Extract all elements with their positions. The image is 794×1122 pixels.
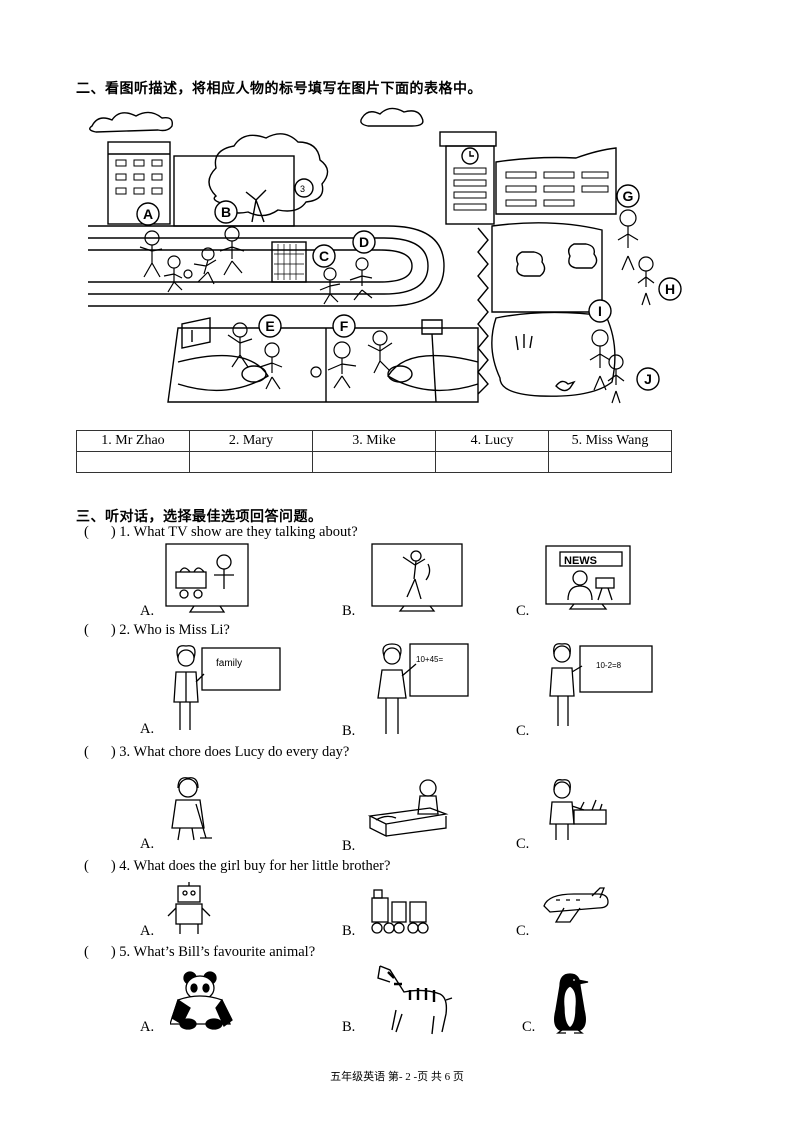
tv-cooking-show-icon [165,543,249,613]
question-5: ( ) 5. What’s Bill’s favourite animal? [84,944,315,961]
answer-cell-3[interactable] [312,451,436,473]
question-1-text: ) 1. What TV show are they talking about… [110,524,358,540]
toy-train-icon [371,889,429,934]
question-3: ( ) 3. What chore does Lucy do every day? [84,744,349,761]
scene-label-f: F [340,318,349,334]
q2-option-b[interactable]: B. [342,723,356,739]
scene-label-h: H [665,281,675,297]
table-header-cell: 2. Mary [189,430,313,452]
question-4-text: ) 4. What does the girl buy for her litt… [110,858,391,874]
answer-paren[interactable]: ( [84,524,89,540]
board-text-addition: 10+45= [416,655,443,664]
table-header-row: 1. Mr Zhao 2. Mary 3. Mike 4. Lucy 5. Mi… [76,430,672,452]
q3-option-a[interactable]: A. [140,836,155,852]
table-header-cell: 5. Miss Wang [548,430,672,452]
q5-option-a[interactable]: A. [140,1019,155,1035]
answer-paren[interactable]: ( [84,944,89,960]
question-4: ( ) 4. What does the girl buy for her lit… [84,858,390,875]
question-5-text: ) 5. What’s Bill’s favourite animal? [110,944,316,960]
board-text-subtraction: 10-2=8 [596,661,622,670]
q3-option-b[interactable]: B. [342,838,356,854]
answer-paren[interactable]: ( [84,858,89,874]
question-2: ( ) 2. Who is Miss Li? [84,622,230,639]
girl-making-bed-icon [367,779,449,838]
scene-label-c: C [319,248,329,264]
q4-option-b[interactable]: B. [342,923,356,939]
answer-cell-5[interactable] [548,451,672,473]
svg-text:3: 3 [300,184,305,194]
q4-option-c[interactable]: C. [516,923,530,939]
playground-scene-illustration: 3 [88,107,682,404]
answer-cell-4[interactable] [435,451,549,473]
table-header-cell: 3. Mike [312,430,436,452]
teacher-board-addition-icon: 10+45= [377,643,469,734]
section2-title: 二、看图听描述，将相应人物的标号填写在图片下面的表格中。 [76,81,482,97]
tv-dancer-icon [371,543,463,612]
q1-option-a[interactable]: A. [140,603,155,619]
toy-plane-icon [543,887,609,923]
q1-option-c[interactable]: C. [516,603,530,619]
page-footer: 五年级英语 第- 2 -页 共 6 页 [330,1071,464,1083]
q2-option-c[interactable]: C. [516,723,530,739]
table-header-cell: 1. Mr Zhao [76,430,190,452]
table-answer-row [76,451,672,473]
question-3-text: ) 3. What chore does Lucy do every day? [110,744,350,760]
answer-cell-2[interactable] [189,451,313,473]
penguin-icon [554,973,589,1034]
table-header-cell: 4. Lucy [435,430,549,452]
q4-option-a[interactable]: A. [140,923,155,939]
answer-paren[interactable]: ( [84,622,89,638]
girl-sweeping-icon [171,777,212,841]
answer-cell-1[interactable] [76,451,190,473]
scene-label-b: B [221,204,231,220]
answer-table: 1. Mr Zhao 2. Mary 3. Mike 4. Lucy 5. Mi… [76,430,672,473]
question-1: ( ) 1. What TV show are they talking abou… [84,524,358,541]
q5-option-c[interactable]: C. [522,1019,536,1035]
scene-label-g: G [623,188,634,204]
answer-paren[interactable]: ( [84,744,89,760]
teacher-board-subtraction-icon: 10-2=8 [549,643,653,726]
q3-option-c[interactable]: C. [516,836,530,852]
q1-option-b[interactable]: B. [342,603,356,619]
scene-label-e: E [265,318,274,334]
panda-icon [170,971,233,1030]
teacher-board-family-icon: family [173,645,281,730]
scene-label-i: I [598,303,602,319]
q2-option-a[interactable]: A. [140,721,155,737]
board-text-family: family [216,658,242,669]
question-2-text: ) 2. Who is Miss Li? [110,622,230,638]
scene-label-a: A [143,206,153,222]
girl-washing-dishes-icon [549,779,607,840]
scene-label-d: D [359,234,369,250]
scene-label-j: J [644,371,652,387]
zebra-icon [377,965,453,1035]
robot-toy-icon [167,882,211,934]
news-sign-text: NEWS [564,555,597,567]
tv-news-icon: NEWS [545,545,631,610]
q5-option-b[interactable]: B. [342,1019,356,1035]
section3-title: 三、听对话，选择最佳选项回答问题。 [76,509,323,525]
